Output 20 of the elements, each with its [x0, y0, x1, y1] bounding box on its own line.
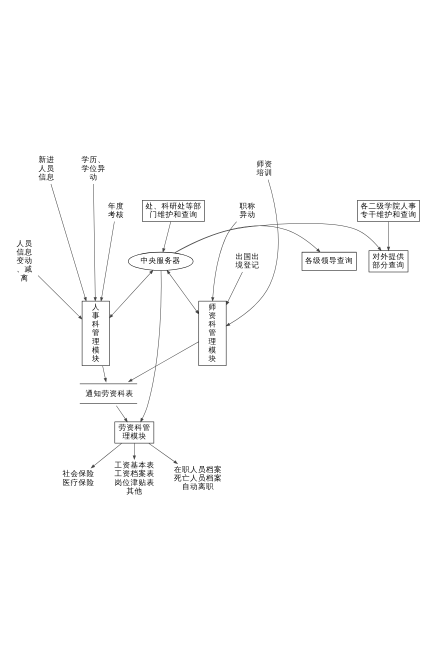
arrow: [174, 222, 382, 253]
arrow: [148, 442, 178, 464]
arrow: [386, 220, 390, 251]
arrow: [93, 183, 97, 302]
arrow: [90, 442, 122, 468]
arrow: [132, 442, 136, 460]
arrow: [140, 270, 162, 422]
arrow: [128, 341, 199, 382]
arrow: [38, 274, 83, 320]
arrow: [226, 271, 243, 306]
arrow: [108, 269, 154, 318]
arrow: [102, 364, 107, 382]
arrow: [50, 183, 87, 302]
arrow: [116, 405, 128, 422]
arrow: [100, 220, 115, 302]
arrow: [211, 220, 237, 302]
arrow: [162, 220, 172, 252]
arrow: [174, 225, 321, 253]
arrow: [226, 178, 278, 326]
arrow: [166, 269, 200, 314]
